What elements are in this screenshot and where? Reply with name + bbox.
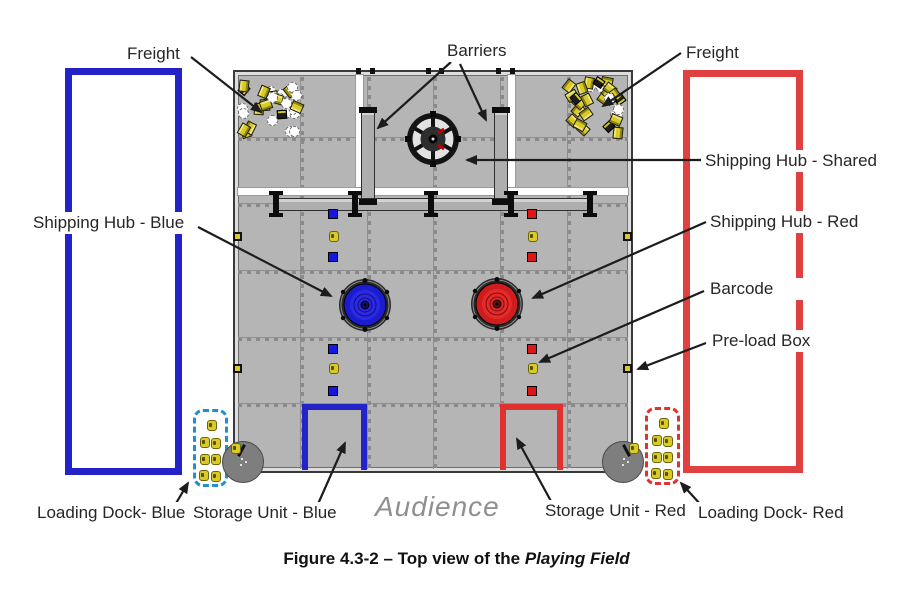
barrier-clamp xyxy=(504,191,518,217)
label-barcode: Barcode xyxy=(707,278,810,300)
barrier-clamp xyxy=(269,191,283,217)
freight-pile xyxy=(561,75,629,140)
barrier-cap xyxy=(492,199,510,205)
label-freight-right: Freight xyxy=(683,42,742,64)
duck xyxy=(663,469,673,480)
duck xyxy=(659,418,669,429)
barcode-marker-red xyxy=(527,209,537,219)
duck xyxy=(199,470,209,481)
freight-item xyxy=(612,126,624,140)
barcode-marker-blue xyxy=(328,252,338,262)
wall-nub xyxy=(439,68,444,74)
wall-nub xyxy=(510,68,515,74)
loading-dock-red xyxy=(645,407,680,485)
tile-seam xyxy=(238,337,628,341)
duck xyxy=(207,420,217,431)
barrier-cap xyxy=(359,107,377,113)
label-loading-dock-red: Loading Dock- Red xyxy=(695,502,847,524)
duck xyxy=(200,454,210,465)
freight-item xyxy=(238,79,250,93)
carousel-dots xyxy=(623,458,625,460)
blue-alliance-wall xyxy=(65,68,182,475)
duck xyxy=(651,468,661,479)
duck xyxy=(200,437,210,448)
duck xyxy=(629,443,639,454)
red-alliance-wall xyxy=(683,70,803,473)
label-audience: Audience xyxy=(375,491,500,522)
label-barriers: Barriers xyxy=(444,40,510,62)
shipping-hub-blue xyxy=(339,278,391,332)
barcode-duck xyxy=(329,231,339,242)
barcode-marker-blue xyxy=(328,386,338,396)
label-freight-left: Freight xyxy=(124,43,183,65)
wall-nub xyxy=(426,68,431,74)
carousel-blue xyxy=(222,441,264,483)
warehouse-line-right xyxy=(507,74,516,196)
label-shipping-hub-shared: Shipping Hub - Shared xyxy=(702,150,908,172)
barrier-cap xyxy=(492,107,510,113)
duck xyxy=(652,435,662,446)
duck xyxy=(211,438,221,449)
barrier-pipe-left xyxy=(361,111,375,203)
preload-box xyxy=(233,232,242,241)
preload-box xyxy=(233,364,242,373)
wall-nub xyxy=(356,68,361,74)
carousel-dots xyxy=(241,458,243,460)
label-storage-unit-red: Storage Unit - Red xyxy=(542,500,689,522)
freight-pile xyxy=(235,76,305,140)
label-shipping-hub-blue: Shipping Hub - Blue xyxy=(30,212,195,234)
barrier-pipe-right xyxy=(494,111,508,203)
label-shipping-hub-red: Shipping Hub - Red xyxy=(707,211,891,233)
barrier-clamp xyxy=(583,191,597,217)
preload-box xyxy=(623,364,632,373)
barcode-duck xyxy=(528,363,538,374)
figure-caption: Figure 4.3-2 – Top view of the Playing F… xyxy=(0,549,913,569)
duck xyxy=(231,443,241,454)
barcode-marker-red xyxy=(527,386,537,396)
barcode-marker-blue xyxy=(328,209,338,219)
loading-dock-blue xyxy=(193,409,228,487)
shipping-hub-shared xyxy=(405,111,461,167)
wall-nub xyxy=(370,68,375,74)
label-storage-unit-blue: Storage Unit - Blue xyxy=(190,502,340,524)
barcode-marker-blue xyxy=(328,344,338,354)
label-loading-dock-blue: Loading Dock- Blue xyxy=(34,502,189,524)
freight-item xyxy=(276,109,288,120)
barrier-clamp xyxy=(424,191,438,217)
duck xyxy=(663,452,673,463)
label-preload-box: Pre-load Box xyxy=(709,330,839,352)
barcode-marker-red xyxy=(527,344,537,354)
barcode-marker-red xyxy=(527,252,537,262)
barrier-cap xyxy=(359,199,377,205)
duck xyxy=(211,471,221,482)
barcode-duck xyxy=(329,363,339,374)
barcode-duck xyxy=(528,231,538,242)
duck xyxy=(211,454,221,465)
caption-italic: Playing Field xyxy=(524,549,630,568)
tile-seam xyxy=(238,403,628,407)
tile-seam xyxy=(238,270,628,274)
preload-box xyxy=(623,232,632,241)
caption-text: Figure 4.3-2 – Top view of the xyxy=(283,549,525,568)
storage-unit-red xyxy=(500,404,563,470)
carousel-red xyxy=(602,441,644,483)
duck xyxy=(663,436,673,447)
barrier-clamp xyxy=(348,191,362,217)
wall-nub xyxy=(496,68,501,74)
storage-unit-blue xyxy=(302,404,367,470)
duck xyxy=(652,452,662,463)
shipping-hub-red xyxy=(471,277,523,331)
